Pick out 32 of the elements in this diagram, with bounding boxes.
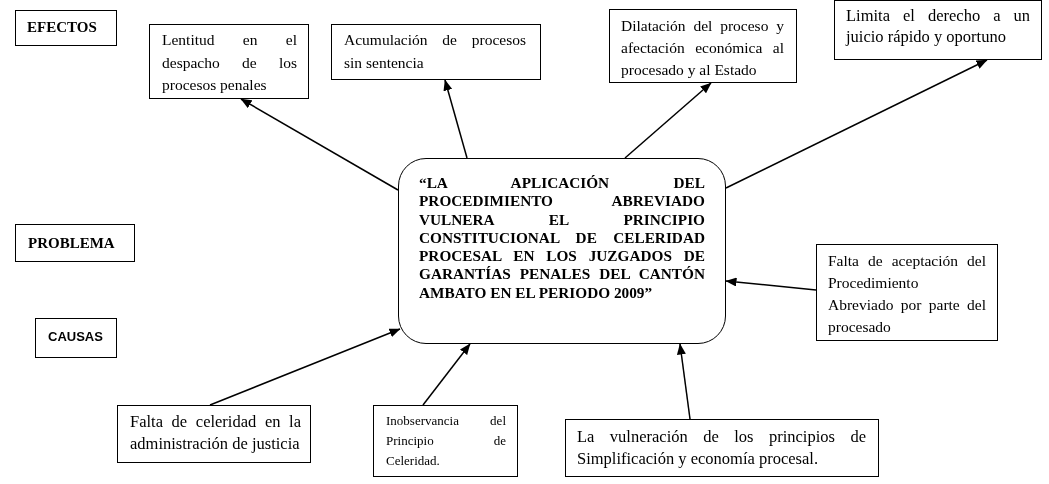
box-text: Limita el derecho a un juicio rápido y oportuno	[846, 5, 1030, 47]
box-text: Falta de celeridad en la administración de justicia	[130, 411, 301, 454]
text-box	[331, 24, 541, 80]
heading-box	[15, 10, 117, 46]
box-text: Inobservancia del Principio de Celeridad.	[386, 412, 506, 470]
text-box	[565, 419, 879, 477]
arrow	[240, 98, 399, 191]
arrow	[443, 79, 468, 159]
heading-box	[15, 224, 135, 262]
arrow	[725, 277, 817, 291]
problem-statement: “LA APLICACIÓN DEL PROCEDIMIENTO ABREVIADO VULNERA EL PRINCIPIO CONSTITUCIONAL DE CELERIDAD PROCESAL EN LOS JUZGADOS DE GARANTÍAS PENALES DEL CANTÓN AMBATO EN EL PERIODO 2009”	[419, 174, 705, 303]
heading-label: EFECTOS	[27, 18, 98, 37]
arrow	[725, 59, 988, 189]
arrow	[209, 328, 401, 406]
box-text: Dilatación del proceso y afectación económica al procesado y al Estado	[621, 16, 784, 80]
text-box	[373, 405, 518, 477]
arrow	[676, 343, 691, 420]
arrow	[624, 82, 712, 159]
box-text: Acumulación de procesos sin sentencia	[344, 30, 526, 73]
text-box	[609, 9, 797, 83]
heading-label: CAUSAS	[48, 328, 104, 346]
text-box	[834, 0, 1042, 60]
rounded-text-box	[398, 158, 726, 344]
box-text: La vulneración de los principios de Simplificación y economía procesal.	[577, 426, 866, 469]
arrow	[422, 343, 471, 406]
box-text: Falta de aceptación del Procedimiento Abreviado por parte del procesado	[828, 251, 986, 337]
text-box	[117, 405, 311, 463]
heading-box	[35, 318, 117, 358]
text-box	[149, 24, 309, 99]
heading-label: PROBLEMA	[28, 234, 116, 253]
text-box	[816, 244, 998, 341]
box-text: Lentitud en el despacho de los procesos penales	[162, 30, 297, 95]
